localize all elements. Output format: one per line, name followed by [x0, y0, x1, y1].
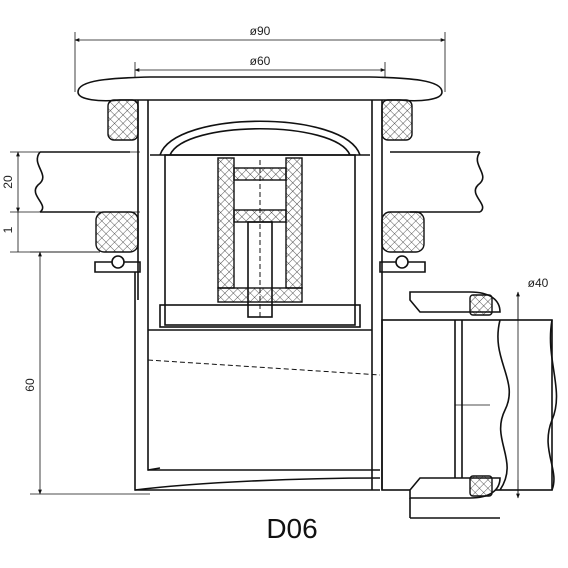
dimension-gap: 1: [1, 212, 100, 253]
floor-slab: [34, 151, 484, 213]
lower-seals: [94, 211, 426, 273]
dimension-body-height: 60: [23, 251, 150, 495]
dimension-outlet: ø40: [516, 276, 549, 499]
outlet-pipe: [381, 291, 558, 519]
dim-body-height-label: 60: [23, 378, 37, 392]
drawing-title: D06: [266, 513, 317, 544]
dimension-top-outer: ø90: [74, 24, 446, 92]
dimension-slab-thickness: 20: [1, 151, 140, 213]
dim-slab-label: 20: [1, 175, 15, 189]
top-cap: [77, 76, 443, 156]
dim-top-outer-label: ø90: [250, 24, 271, 38]
upper-seals: [107, 99, 413, 300]
inner-trap: [159, 154, 361, 328]
dim-gap-label: 1: [1, 226, 15, 233]
dim-top-inner-label: ø60: [250, 54, 271, 68]
dim-outlet-label: ø40: [528, 276, 549, 290]
